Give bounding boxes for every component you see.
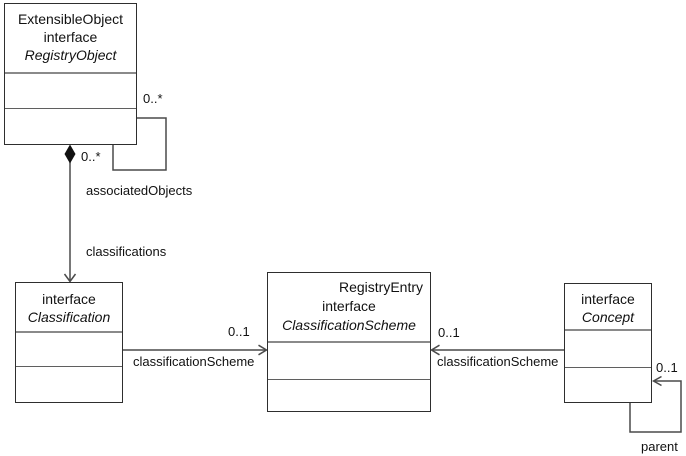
operations-compartment bbox=[16, 366, 122, 402]
class-box-registry-object: ExtensibleObject interface RegistryObjec… bbox=[4, 3, 137, 145]
attributes-compartment bbox=[16, 331, 122, 366]
class-extends-label: ExtensibleObject bbox=[17, 11, 124, 27]
class-name: RegistryObject bbox=[24, 47, 117, 63]
class-box-concept: interface Concept bbox=[564, 283, 652, 403]
role-label-classification-scheme-right: classificationScheme bbox=[437, 354, 559, 369]
class-title-compartment: RegistryEntry interface ClassificationSc… bbox=[268, 273, 430, 341]
class-title-compartment: interface Concept bbox=[565, 284, 651, 329]
class-name: ClassificationScheme bbox=[282, 317, 416, 333]
operations-compartment bbox=[565, 367, 651, 402]
class-name: Classification bbox=[27, 309, 111, 325]
operations-compartment bbox=[5, 108, 136, 144]
attributes-compartment bbox=[565, 329, 651, 367]
attributes-compartment bbox=[5, 72, 136, 108]
multiplicity-label-classification-scheme-left: 0..1 bbox=[228, 324, 250, 339]
class-stereotype: interface bbox=[322, 298, 376, 314]
role-label-parent: parent bbox=[641, 439, 678, 454]
multiplicity-label-classification-scheme-right: 0..1 bbox=[438, 325, 460, 340]
attributes-compartment bbox=[268, 341, 430, 379]
role-label-associated-objects: associatedObjects bbox=[86, 183, 193, 198]
composition-diamond-icon bbox=[64, 144, 76, 164]
classification-scheme-right-arrowhead bbox=[430, 344, 440, 356]
class-title-compartment: ExtensibleObject interface RegistryObjec… bbox=[5, 4, 136, 72]
class-name: Concept bbox=[581, 309, 635, 325]
class-title-compartment: interface Classification bbox=[16, 283, 122, 331]
associated-objects-self-association-line bbox=[112, 117, 167, 171]
classifications-open-arrowhead bbox=[63, 273, 77, 283]
classification-scheme-left-arrowhead bbox=[258, 344, 268, 356]
class-stereotype: interface bbox=[42, 291, 96, 307]
role-label-classifications: classifications bbox=[86, 244, 167, 259]
class-extends-label: RegistryEntry bbox=[338, 279, 423, 295]
class-stereotype: interface bbox=[43, 29, 98, 45]
role-label-classification-scheme-left: classificationScheme bbox=[133, 354, 255, 369]
class-box-classification: interface Classification bbox=[15, 282, 123, 403]
multiplicity-label-associated-objects-bottom: 0..* bbox=[81, 149, 101, 164]
parent-arrowhead bbox=[651, 375, 662, 387]
class-box-classification-scheme: RegistryEntry interface ClassificationSc… bbox=[267, 272, 431, 412]
multiplicity-label-associated-objects-top: 0..* bbox=[143, 91, 163, 106]
class-stereotype: interface bbox=[581, 291, 635, 307]
parent-self-association-line bbox=[629, 380, 682, 433]
multiplicity-label-parent: 0..1 bbox=[656, 360, 678, 375]
operations-compartment bbox=[268, 379, 430, 411]
